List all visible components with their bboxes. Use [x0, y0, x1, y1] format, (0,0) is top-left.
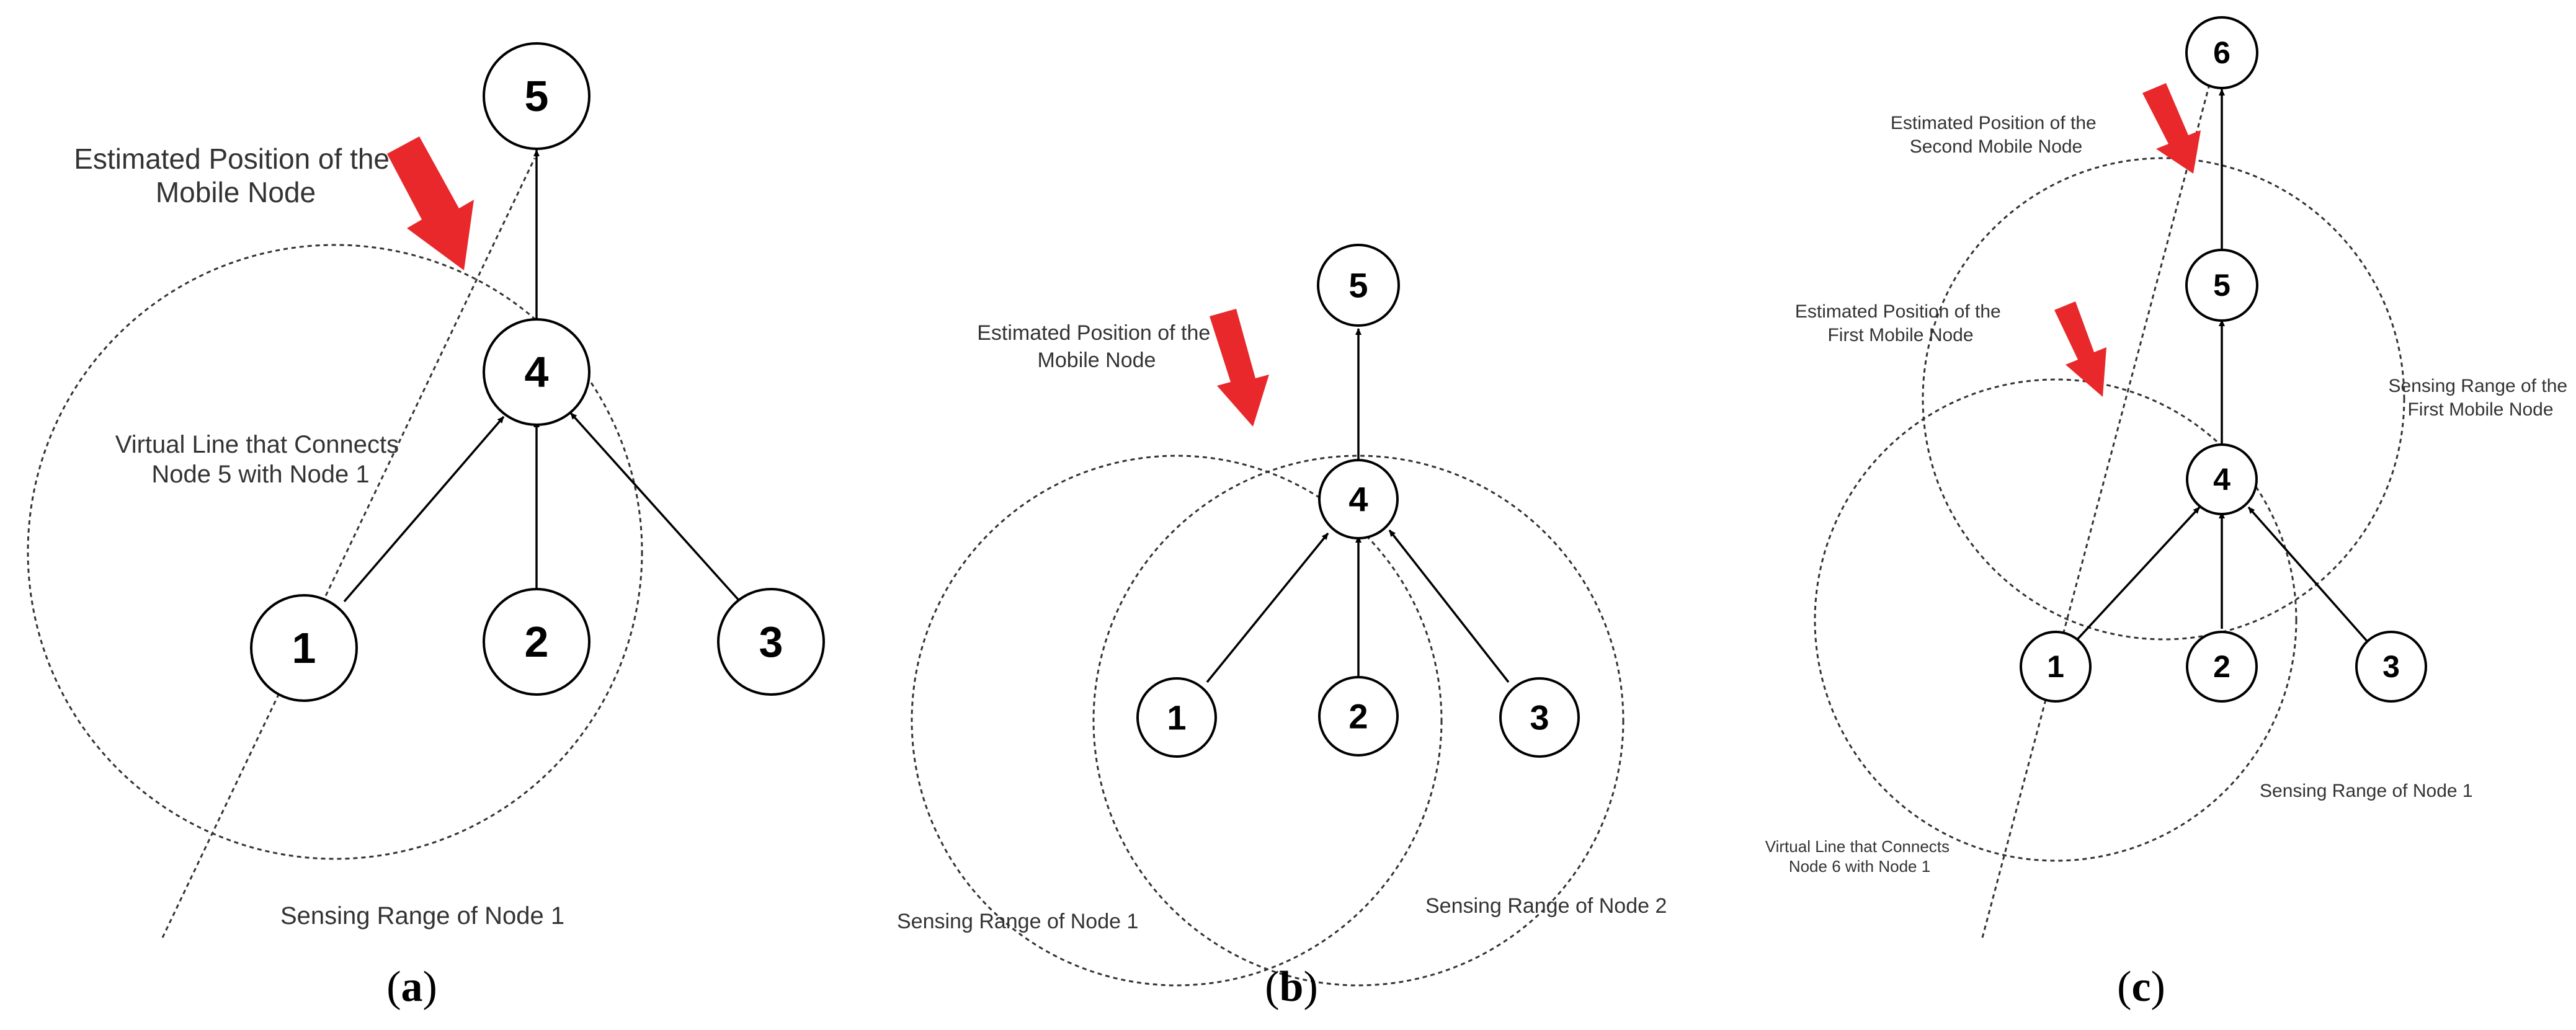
- node-4: 4: [483, 318, 591, 426]
- estimated-second-label: Estimated Position of the Second Mobile …: [1891, 113, 2101, 157]
- svg-text:4: 4: [1348, 480, 1368, 519]
- edge-1-4: [2077, 506, 2201, 640]
- edge-3-4: [1388, 529, 1510, 683]
- virtual-line: [161, 158, 536, 938]
- svg-text:6: 6: [2213, 35, 2231, 70]
- caption-b: (b): [1265, 963, 1318, 1011]
- panel-c: 6 5 4 1 2 3 Estimated Position of the Se…: [1765, 16, 2573, 1011]
- svg-text:2: 2: [525, 618, 549, 666]
- node-6: 6: [2185, 16, 2258, 89]
- node-3: 3: [1499, 677, 1580, 758]
- svg-text:5: 5: [525, 72, 549, 120]
- sensing-range-node-2-label: Sensing Range of Node 2: [1425, 894, 1667, 918]
- node-1: 1: [1136, 677, 1217, 758]
- red-indicator-arrow-second: [2142, 83, 2201, 174]
- svg-text:4: 4: [2213, 462, 2231, 497]
- svg-text:2: 2: [1348, 697, 1368, 736]
- svg-text:4: 4: [525, 348, 549, 396]
- node-3: 3: [2355, 631, 2427, 703]
- node-2: 2: [1318, 676, 1399, 757]
- svg-text:1: 1: [292, 624, 316, 672]
- sensing-range-first-mobile-node: [1922, 157, 2405, 641]
- svg-text:1: 1: [2047, 649, 2064, 684]
- node-5: 5: [2185, 249, 2258, 322]
- red-indicator-arrow-first: [2054, 301, 2106, 397]
- caption-a: (a): [386, 963, 437, 1011]
- sensing-range-node-1: [27, 244, 643, 860]
- node-3: 3: [717, 588, 825, 696]
- virtual-line-label: Virtual Line that Connects Node 6 with N…: [1765, 837, 1954, 876]
- virtual-line: [1981, 77, 2213, 938]
- sensing-range-node-1: [911, 455, 1443, 987]
- node-1: 1: [250, 594, 358, 702]
- svg-text:5: 5: [2213, 268, 2231, 303]
- svg-text:2: 2: [2213, 649, 2231, 684]
- edge-1-4: [343, 415, 505, 603]
- sensing-range-node-1-label: Sensing Range of Node 1: [897, 910, 1138, 933]
- edge-1-4: [1206, 532, 1329, 683]
- estimated-position-label: Estimated Position of the Mobile Node: [74, 143, 398, 208]
- sensing-range-node-2: [1092, 455, 1624, 987]
- panel-a: 5 4 1 2 3 Estimated Position of the Mobi…: [27, 42, 825, 1011]
- svg-text:1: 1: [1167, 698, 1186, 737]
- red-indicator-arrow: [1210, 309, 1269, 427]
- edge-3-4: [569, 412, 741, 603]
- red-indicator-arrow: [387, 136, 474, 270]
- estimated-first-label: Estimated Position of the First Mobile N…: [1795, 301, 2006, 345]
- virtual-line-label: Virtual Line that Connects Node 5 with N…: [115, 431, 406, 488]
- svg-text:3: 3: [2382, 649, 2400, 684]
- sensing-first-mobile-label: Sensing Range of the First Mobile Node: [2389, 376, 2573, 420]
- sensing-range-node-1-label: Sensing Range of Node 1: [2260, 781, 2473, 801]
- panel-b: 5 4 1 2 3 Estimated Position of the Mobi…: [897, 244, 1667, 1011]
- node-4: 4: [1318, 459, 1399, 539]
- sensing-range-label: Sensing Range of Node 1: [280, 902, 564, 930]
- svg-text:5: 5: [1348, 266, 1368, 305]
- node-1: 1: [2020, 631, 2092, 703]
- estimated-position-label: Estimated Position of the Mobile Node: [977, 321, 1216, 372]
- node-5: 5: [483, 42, 591, 150]
- node-2: 2: [483, 588, 591, 696]
- node-5: 5: [1317, 244, 1400, 327]
- svg-text:3: 3: [759, 618, 783, 666]
- edge-3-4: [2247, 506, 2369, 644]
- svg-text:3: 3: [1530, 698, 1549, 737]
- node-4: 4: [2186, 443, 2258, 515]
- caption-c: (c): [2117, 963, 2165, 1011]
- node-2: 2: [2186, 631, 2258, 703]
- sensing-range-node-1: [1814, 378, 2297, 862]
